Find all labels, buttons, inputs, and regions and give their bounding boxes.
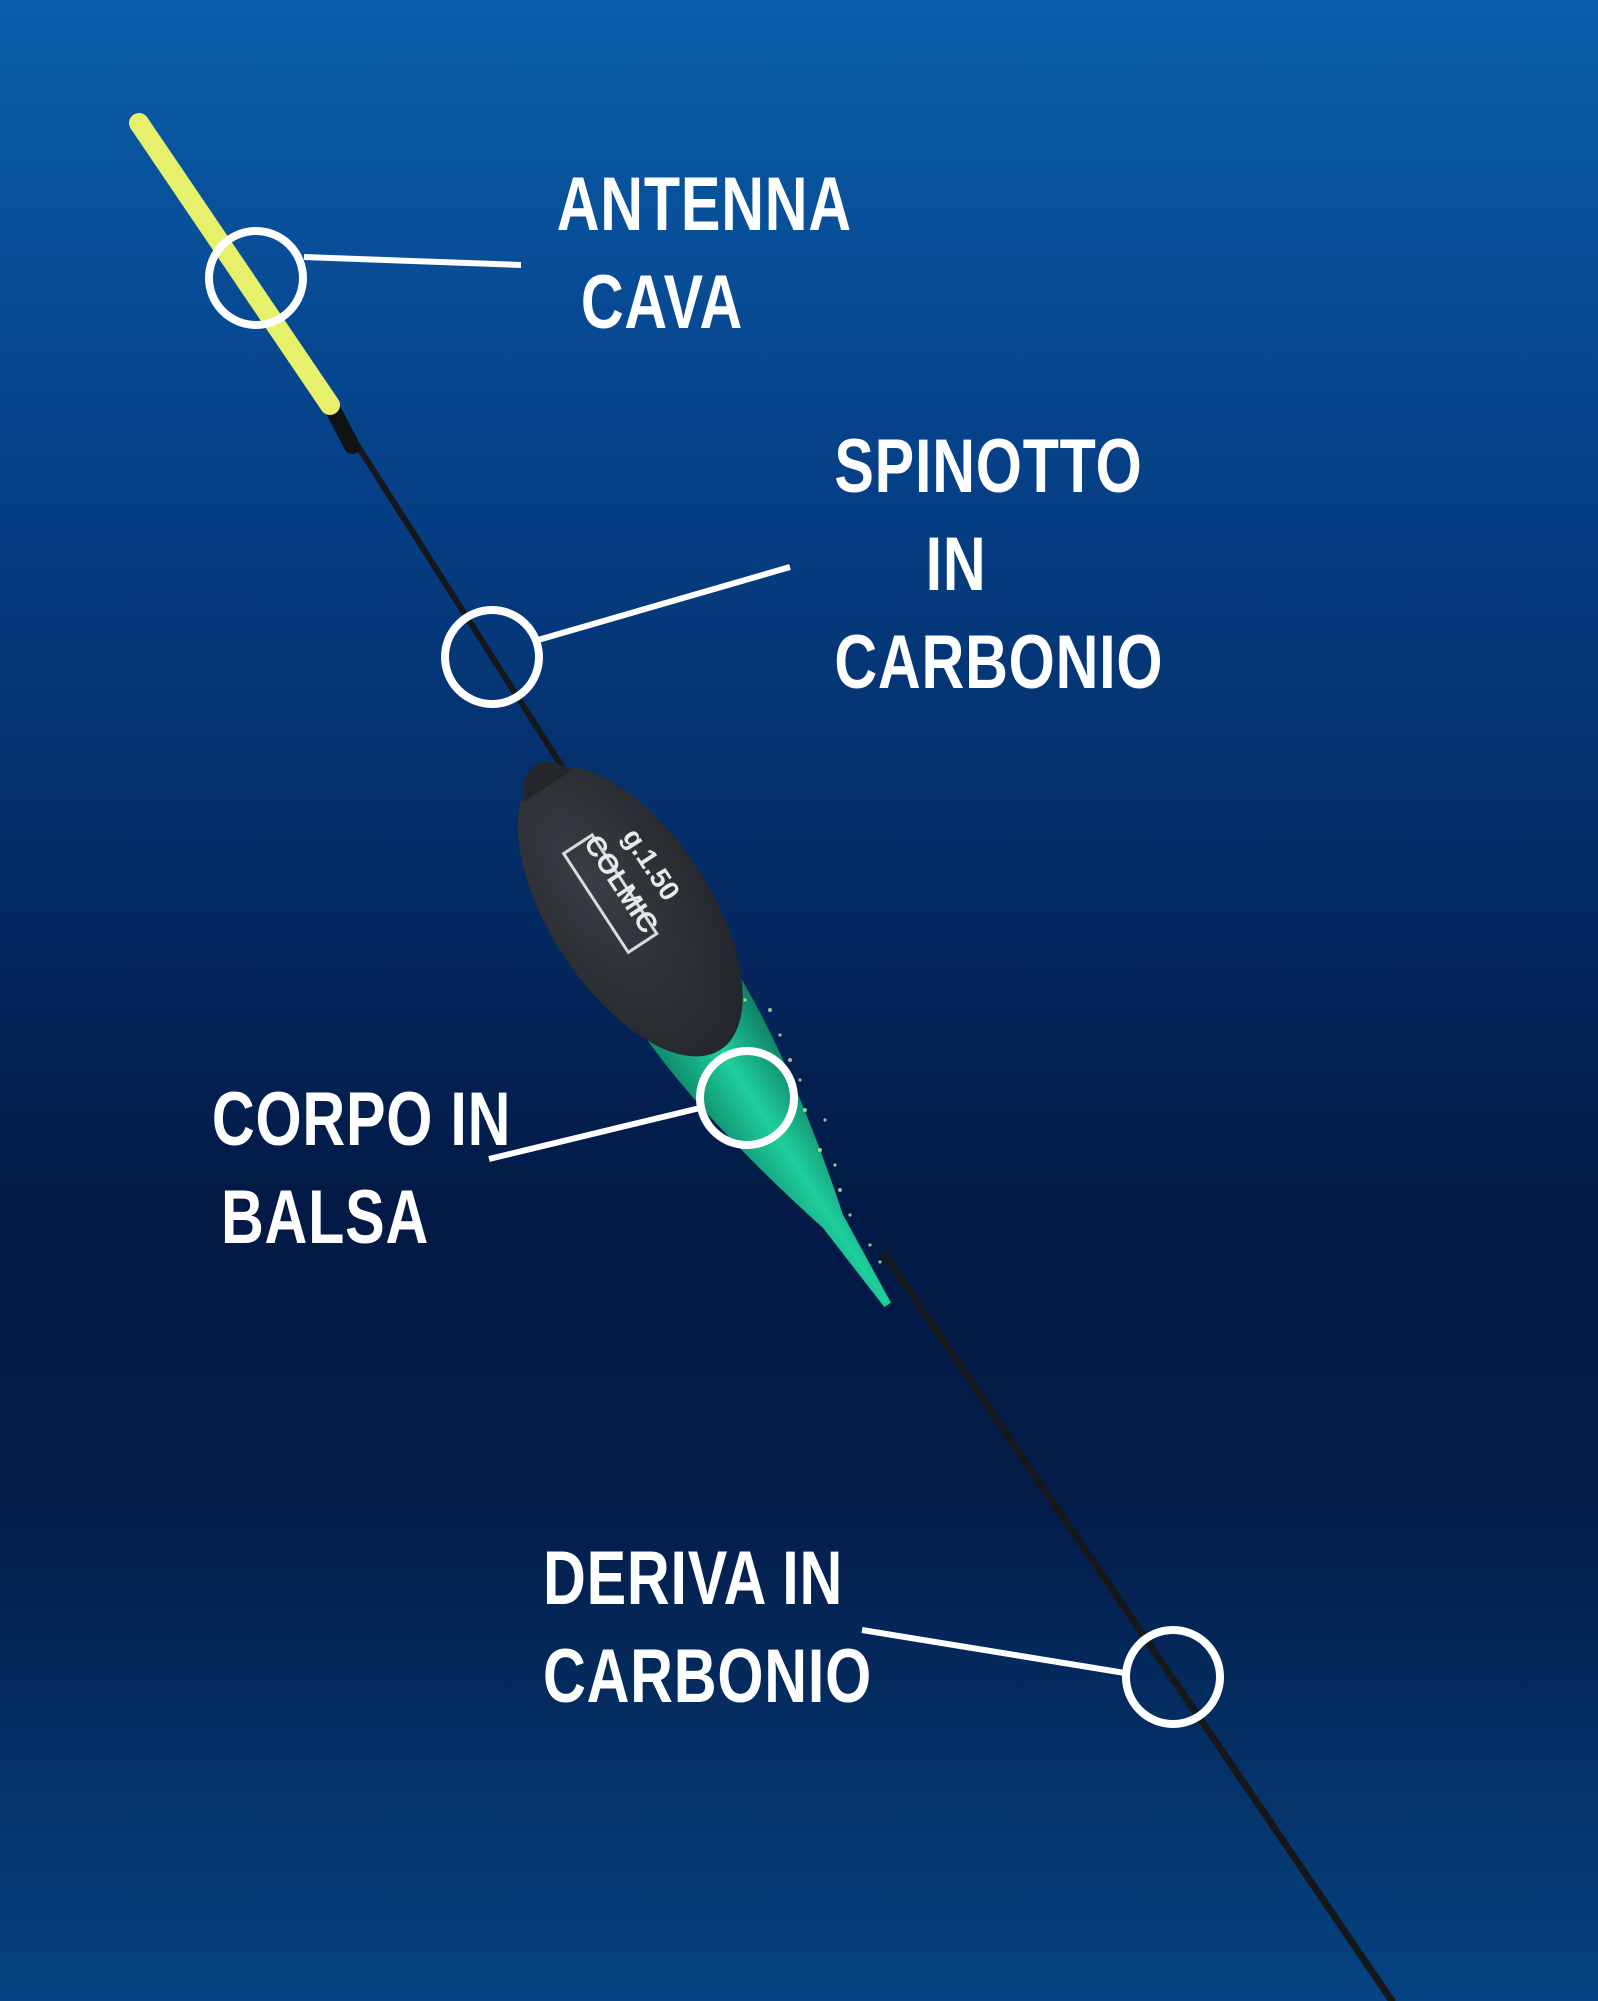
leader-line-spinotto: [537, 564, 791, 643]
label-line: CARBONIO: [543, 1634, 872, 1719]
leader-line-corpo: [488, 1105, 701, 1162]
label-line: BALSA: [220, 1175, 430, 1260]
carbon-keel: [881, 1251, 1396, 2001]
callout-circle-spinotto: [441, 606, 543, 708]
callout-circle-deriva: [1122, 1626, 1224, 1728]
label-line: SPINOTTO: [834, 424, 1143, 509]
hollow-antenna: [129, 113, 340, 415]
label-corpo-in-balsa: CORPO IN BALSA: [211, 1071, 512, 1267]
label-line: CORPO IN: [211, 1077, 512, 1162]
body-black-tip: [523, 761, 574, 803]
label-line: IN: [925, 522, 987, 607]
leader-line-antenna: [303, 254, 522, 268]
leader-line-deriva: [861, 1627, 1126, 1676]
colmic-logo-box: [561, 832, 659, 955]
label-line: CARBONIO: [834, 620, 1164, 705]
label-line: DERIVA IN: [543, 1536, 844, 1621]
carbon-pin: [337, 415, 571, 779]
label-line: CAVA: [580, 260, 744, 345]
callout-circle-corpo: [696, 1047, 798, 1149]
body-black-top: [517, 766, 743, 1057]
callout-circle-antenna: [205, 227, 307, 329]
label-line: ANTENNA: [556, 162, 852, 247]
label-spinotto-in-carbonio: SPINOTTO IN CARBONIO: [834, 418, 1164, 712]
label-deriva-in-carbonio: DERIVA IN CARBONIO: [543, 1530, 872, 1726]
label-antenna-cava: ANTENNA CAVA: [556, 156, 852, 352]
